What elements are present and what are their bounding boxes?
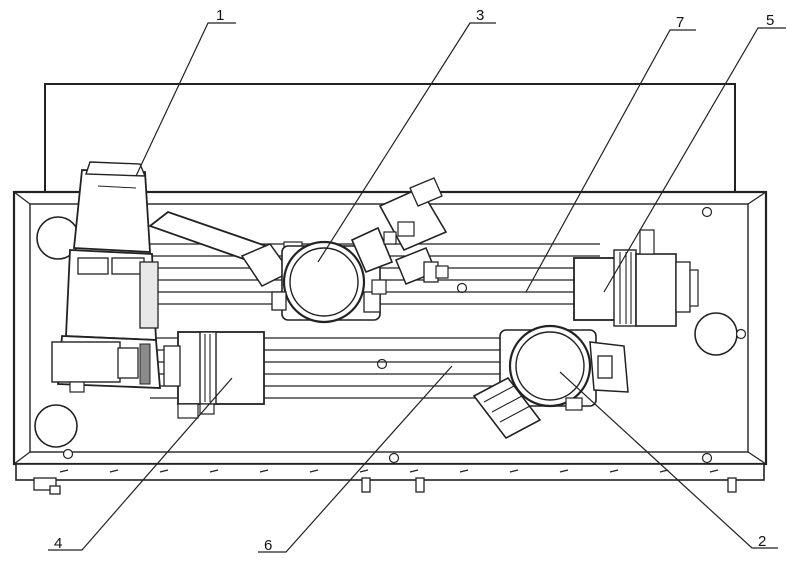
micrometer-head (350, 177, 449, 295)
callout-3: 3 (476, 8, 484, 23)
callout-4-label: 4 (54, 535, 63, 552)
back-cover (44, 83, 736, 197)
callout-3-label: 3 (476, 7, 485, 24)
callout-2: 2 (758, 534, 766, 549)
callout-1: 1 (216, 8, 224, 23)
light-source-housing (51, 161, 161, 393)
mirror-mount-3 (271, 240, 381, 324)
leveling-pad-right (694, 312, 738, 356)
callout-1-label: 1 (216, 7, 225, 24)
callout-6-label: 6 (264, 537, 273, 554)
callout-7-label: 7 (676, 14, 685, 31)
callout-5-label: 5 (766, 12, 775, 29)
callout-5: 5 (766, 13, 774, 28)
lower-arm-carriage (163, 331, 265, 419)
leveling-pad-bottom-left (34, 404, 78, 448)
callout-6: 6 (264, 538, 272, 553)
upper-arm-carriage (573, 229, 699, 327)
mirror-mount-2 (472, 324, 629, 440)
screws (62, 206, 747, 464)
entrance-tube (148, 210, 303, 287)
callout-2-label: 2 (758, 533, 767, 550)
leader-lines (48, 22, 786, 553)
callout-4: 4 (54, 536, 62, 551)
callout-7: 7 (676, 15, 684, 30)
